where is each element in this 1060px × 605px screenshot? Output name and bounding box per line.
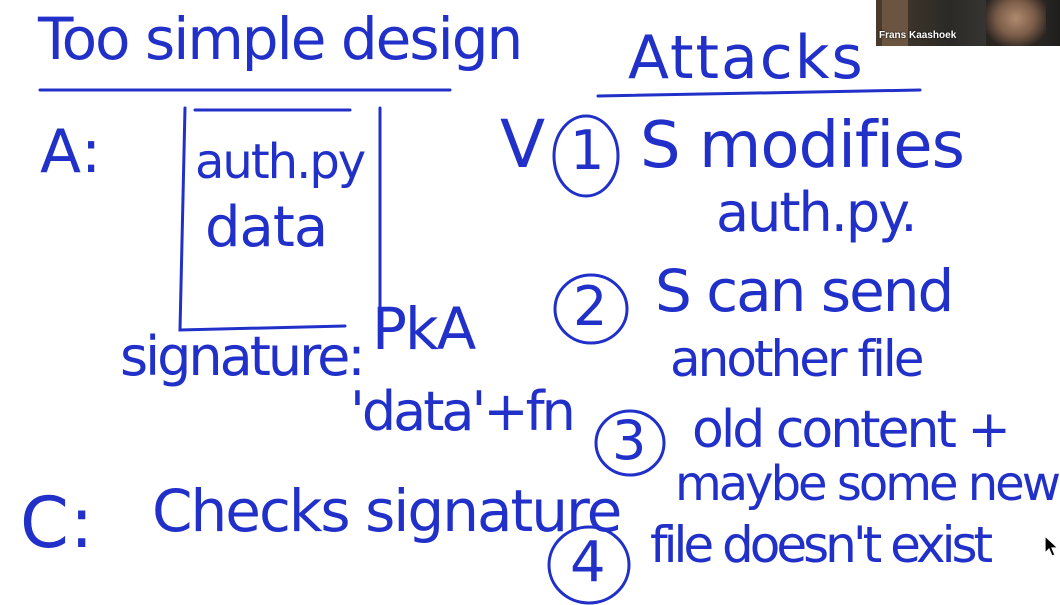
signature-label: signature: [120,325,366,388]
attack-2-circle [553,273,629,345]
attack-2-number: 2 [573,275,609,338]
participant-video-tile[interactable]: Frans Kaashoek [876,0,1060,46]
attacks-heading: Attacks [628,23,865,93]
attack-1-line-1: S modifies [640,109,965,183]
board-title: Too simple design [38,5,523,73]
client-action: Checks signature [152,477,622,545]
attack-4-circle [547,525,631,605]
attack-2-line-1: S can send [655,257,954,325]
attack-4-line-1: file doesn't exist [650,516,993,574]
attack-3-line-2: maybe some new [675,456,1060,512]
signature-formula-2: 'data'+fn [350,380,576,443]
attack-3-circle [594,409,666,477]
participant-avatar [986,0,1046,46]
attack-3-number: 3 [612,409,648,472]
mouse-cursor-icon [1044,535,1060,557]
signature-formula-1: PkA [372,295,476,363]
box-line-2: data [205,195,328,260]
attack-3-line-1: old content + [692,400,1011,460]
video-background [882,0,908,46]
attack-4-number: 4 [570,530,607,595]
participant-name: Frans Kaashoek [879,30,957,41]
server-label: A: [40,117,103,187]
client-label: C: [20,482,95,564]
attack-1-circle [552,114,620,198]
box-line-1: auth.py [195,134,366,190]
attack-2-line-2: another file [670,330,925,388]
checkmark: V [500,106,547,183]
attack-1-line-2: auth.py. [716,181,918,244]
attack-1-number: 1 [570,119,606,182]
